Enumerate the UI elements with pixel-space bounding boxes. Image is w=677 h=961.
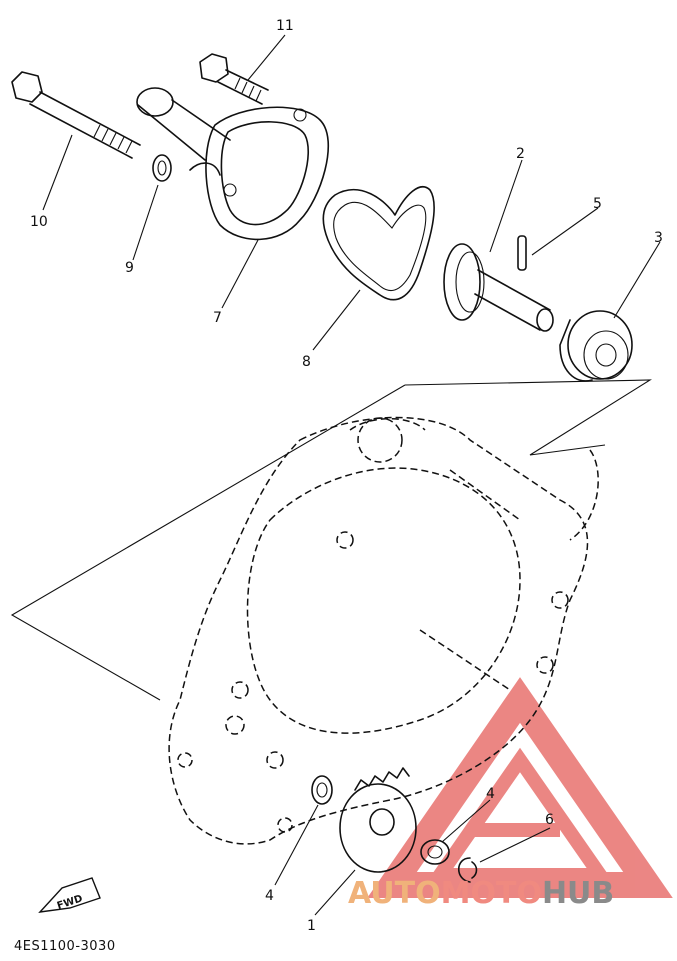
washer-4-right: [420, 839, 450, 865]
bearing-3: [559, 310, 633, 382]
callout-7: 7: [213, 310, 222, 326]
callout-4-left: 4: [265, 888, 274, 904]
impeller-shaft-2: [443, 243, 554, 332]
pump-housing-7: [136, 87, 330, 241]
pin-5: [517, 235, 527, 271]
callout-2: 2: [516, 146, 525, 162]
crankcase-cover: [168, 416, 599, 845]
watermark-auto: AUTO: [348, 876, 441, 911]
fwd-arrow-icon: FWD: [38, 877, 101, 913]
callout-9: 9: [125, 260, 134, 276]
gasket-8: [322, 186, 435, 301]
watermark-text: AUTOMOTOHUB: [348, 876, 614, 911]
callout-6: 6: [545, 812, 554, 828]
drive-gear-1: [339, 767, 417, 873]
callout-10: 10: [30, 214, 48, 230]
circlip-6: [457, 857, 478, 883]
callout-5: 5: [593, 196, 602, 212]
watermark-moto: MOTO: [441, 876, 542, 911]
watermark-hub: HUB: [542, 876, 614, 911]
washer-9: [152, 154, 172, 182]
washer-4-left: [311, 775, 333, 805]
assembly-frame-right: [404, 379, 652, 456]
callout-3: 3: [654, 230, 663, 246]
bolt-11: [199, 53, 269, 105]
figure-code: 4ES1100-3030: [14, 939, 116, 954]
callout-11: 11: [276, 18, 294, 34]
watermark-logo-icon: [367, 677, 673, 898]
assembly-frame: [10, 384, 406, 701]
callout-8: 8: [302, 354, 311, 370]
callout-1: 1: [307, 918, 316, 934]
callout-4-right: 4: [486, 786, 495, 802]
bolt-10: [11, 71, 141, 159]
